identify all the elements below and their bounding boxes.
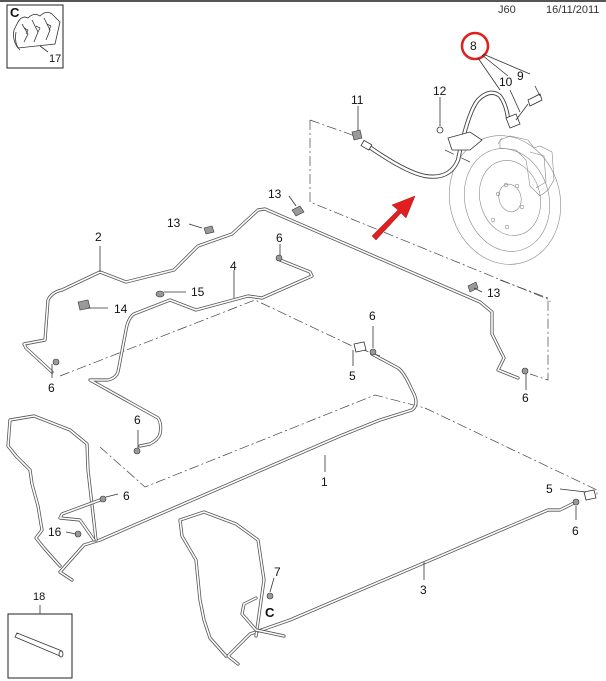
callout-13-c[interactable]: 13 (487, 286, 501, 300)
callout-6-a[interactable]: 6 (276, 231, 283, 245)
nut-6-icon (133, 447, 141, 455)
callout-11[interactable]: 11 (351, 93, 364, 107)
nut-6-icon (369, 348, 377, 356)
callout-13-b[interactable]: 13 (167, 216, 181, 230)
brake-pipe-loop-left[interactable] (6, 414, 102, 568)
inset-c-part-number: 17 (49, 53, 61, 65)
highlight-arrow-icon (371, 195, 416, 241)
callout-8[interactable]: 8 (470, 39, 477, 53)
pin-icon (14, 632, 64, 658)
callout-7[interactable]: 7 (274, 565, 281, 579)
inset-c-part-17[interactable]: C 17 (6, 4, 64, 69)
callout-3[interactable]: 3 (420, 583, 427, 597)
callout-10[interactable]: 10 (499, 75, 513, 89)
bolt-icon (436, 126, 444, 134)
brake-disc-assembly[interactable] (435, 123, 575, 277)
brake-pipe-loop-right[interactable] (178, 510, 286, 658)
nut-6-icon (99, 495, 107, 503)
brake-hose-part-8[interactable] (360, 90, 543, 179)
callout-2[interactable]: 2 (95, 230, 102, 244)
inset-pin-part-number: 18 (33, 591, 45, 603)
leader-lines-top (357, 53, 541, 136)
clip-13-icon (291, 205, 305, 217)
highlight-marker (371, 31, 490, 241)
callout-6-f[interactable]: 6 (123, 489, 130, 503)
nut-6-icon (275, 254, 283, 262)
connector-5-icon (583, 489, 597, 501)
brake-pipe-part-3[interactable] (226, 500, 578, 666)
diagram-date: 16/11/2011 (546, 4, 600, 16)
callout-14[interactable]: 14 (114, 302, 128, 316)
callout-4[interactable]: 4 (230, 259, 237, 273)
callout-5-b[interactable]: 5 (546, 482, 553, 496)
callout-6-b[interactable]: 6 (48, 381, 55, 395)
inset-c-letter: C (10, 5, 20, 20)
callout-1[interactable]: 1 (321, 475, 328, 489)
brake-pipe-part-2[interactable] (22, 207, 520, 380)
callout-15[interactable]: 15 (191, 285, 205, 299)
callout-6-e[interactable]: 6 (134, 413, 141, 427)
callout-6-c[interactable]: 6 (369, 309, 376, 323)
callout-6-d[interactable]: 6 (522, 391, 529, 405)
callout-16[interactable]: 16 (48, 525, 62, 539)
clip-13-icon (203, 225, 215, 235)
callouts: 8 9 10 11 12 13 13 13 2 6 4 15 14 6 6 5 … (48, 39, 579, 620)
detail-ref-c[interactable]: C (265, 605, 275, 620)
clip-7-icon (266, 592, 274, 600)
brake-pipe-part-4[interactable] (88, 258, 314, 448)
highlight-ring (460, 31, 490, 61)
clip-14-icon (77, 299, 91, 311)
nut-6-icon (521, 367, 529, 375)
callout-5-a[interactable]: 5 (349, 369, 356, 383)
nut-6-icon (52, 358, 60, 366)
callout-13-a[interactable]: 13 (268, 187, 282, 201)
callout-12[interactable]: 12 (433, 84, 447, 98)
callout-6-g[interactable]: 6 (572, 524, 579, 538)
inset-part-18[interactable]: 18 (7, 591, 73, 679)
connector-5-icon (353, 341, 367, 353)
clip-11-icon (351, 129, 363, 141)
fittings (52, 129, 597, 600)
assembly-outlines (59, 119, 598, 495)
clip-13-icon (467, 281, 479, 293)
clip-15-icon (155, 290, 165, 298)
top-border (0, 0, 606, 2)
diagram-code: J60 (498, 4, 516, 16)
nut-6-icon (572, 498, 580, 506)
leader-lines (51, 195, 587, 593)
clip-strip-icon (13, 12, 61, 53)
brake-pipe-part-1[interactable] (58, 352, 418, 582)
callout-9[interactable]: 9 (517, 69, 524, 83)
